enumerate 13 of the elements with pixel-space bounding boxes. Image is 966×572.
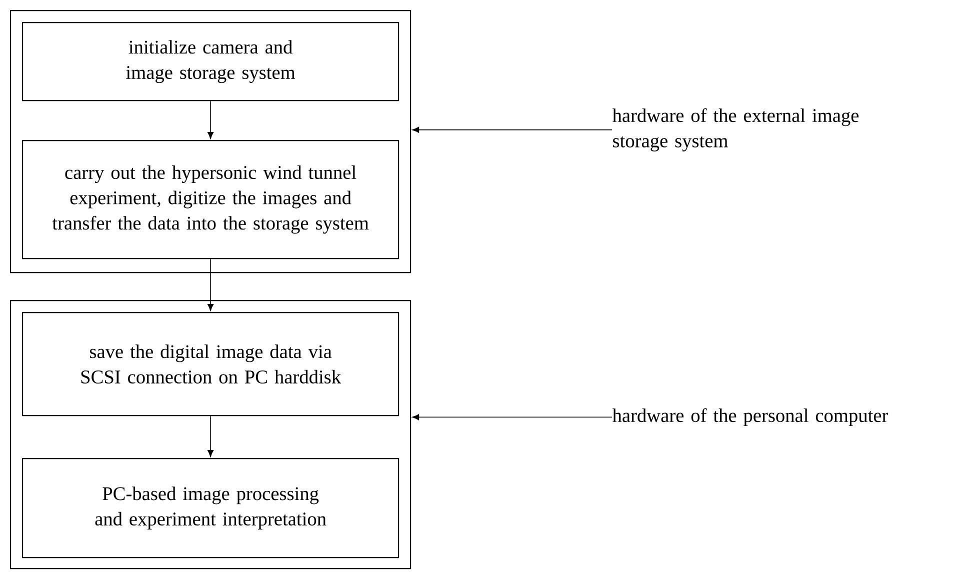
arrow [208, 258, 214, 311]
arrow [208, 100, 214, 139]
process-box: save the digital image data via SCSI connection on PC harddisk [22, 312, 400, 416]
group-frame [10, 300, 412, 570]
annotation-text: hardware of the external image storage system [612, 108, 859, 152]
process-box: carry out the hypersonic wind tunnel experiment, digitize the images and transfer the data into the storage system [22, 140, 400, 260]
annotation-text: hardware of the personal computer [612, 408, 888, 426]
group-frame [10, 10, 412, 274]
process-box: PC-based image processing and experiment interpretation [22, 458, 400, 558]
arrow [412, 126, 612, 133]
arrow [412, 414, 612, 420]
arrow [208, 416, 214, 457]
process-box: initialize camera and image storage system [22, 22, 400, 102]
